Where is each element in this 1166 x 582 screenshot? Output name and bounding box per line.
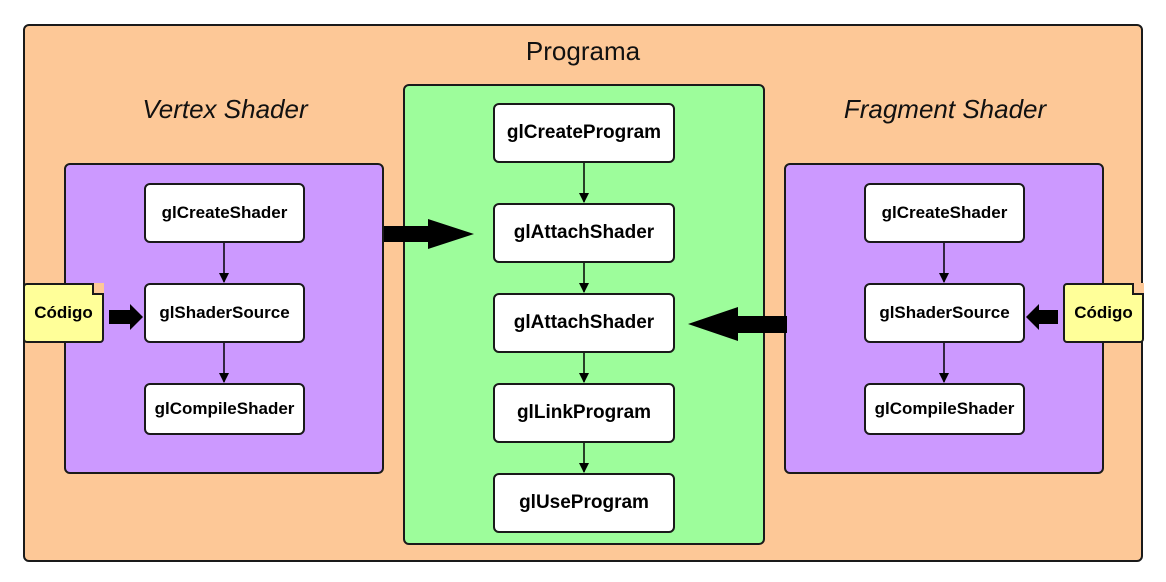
arrow-fragment-to-attach bbox=[688, 307, 787, 341]
vertex-code-note: Código bbox=[23, 283, 104, 343]
arrow-vertex-code-to-source bbox=[109, 304, 143, 330]
vertex-shader-source-box: glShaderSource bbox=[144, 283, 305, 343]
fragment-shader-source-box: glShaderSource bbox=[864, 283, 1025, 343]
note-fold-corner bbox=[1132, 283, 1144, 295]
fragment-shader-title: Fragment Shader bbox=[843, 94, 1047, 124]
attach-fragment-shader-box: glAttachShader bbox=[493, 293, 675, 353]
fragment-compile-shader-box: glCompileShader bbox=[864, 383, 1025, 435]
vertex-compile-shader-box: glCompileShader bbox=[144, 383, 305, 435]
fragment-code-note: Código bbox=[1063, 283, 1144, 343]
fragment-create-shader-box: glCreateShader bbox=[864, 183, 1025, 243]
fragment-code-label: Código bbox=[1074, 303, 1133, 322]
note-fold-corner bbox=[92, 283, 104, 295]
vertex-create-shader-box: glCreateShader bbox=[144, 183, 305, 243]
use-program-box: glUseProgram bbox=[493, 473, 675, 533]
create-program-box: glCreateProgram bbox=[493, 103, 675, 163]
vertex-shader-title: Vertex Shader bbox=[142, 94, 308, 124]
attach-vertex-shader-box: glAttachShader bbox=[493, 203, 675, 263]
program-title: Programa bbox=[525, 36, 641, 66]
vertex-code-label: Código bbox=[34, 303, 93, 322]
link-program-box: glLinkProgram bbox=[493, 383, 675, 443]
arrow-vertex-to-attach bbox=[384, 219, 474, 249]
arrow-fragment-code-to-source bbox=[1026, 304, 1058, 330]
